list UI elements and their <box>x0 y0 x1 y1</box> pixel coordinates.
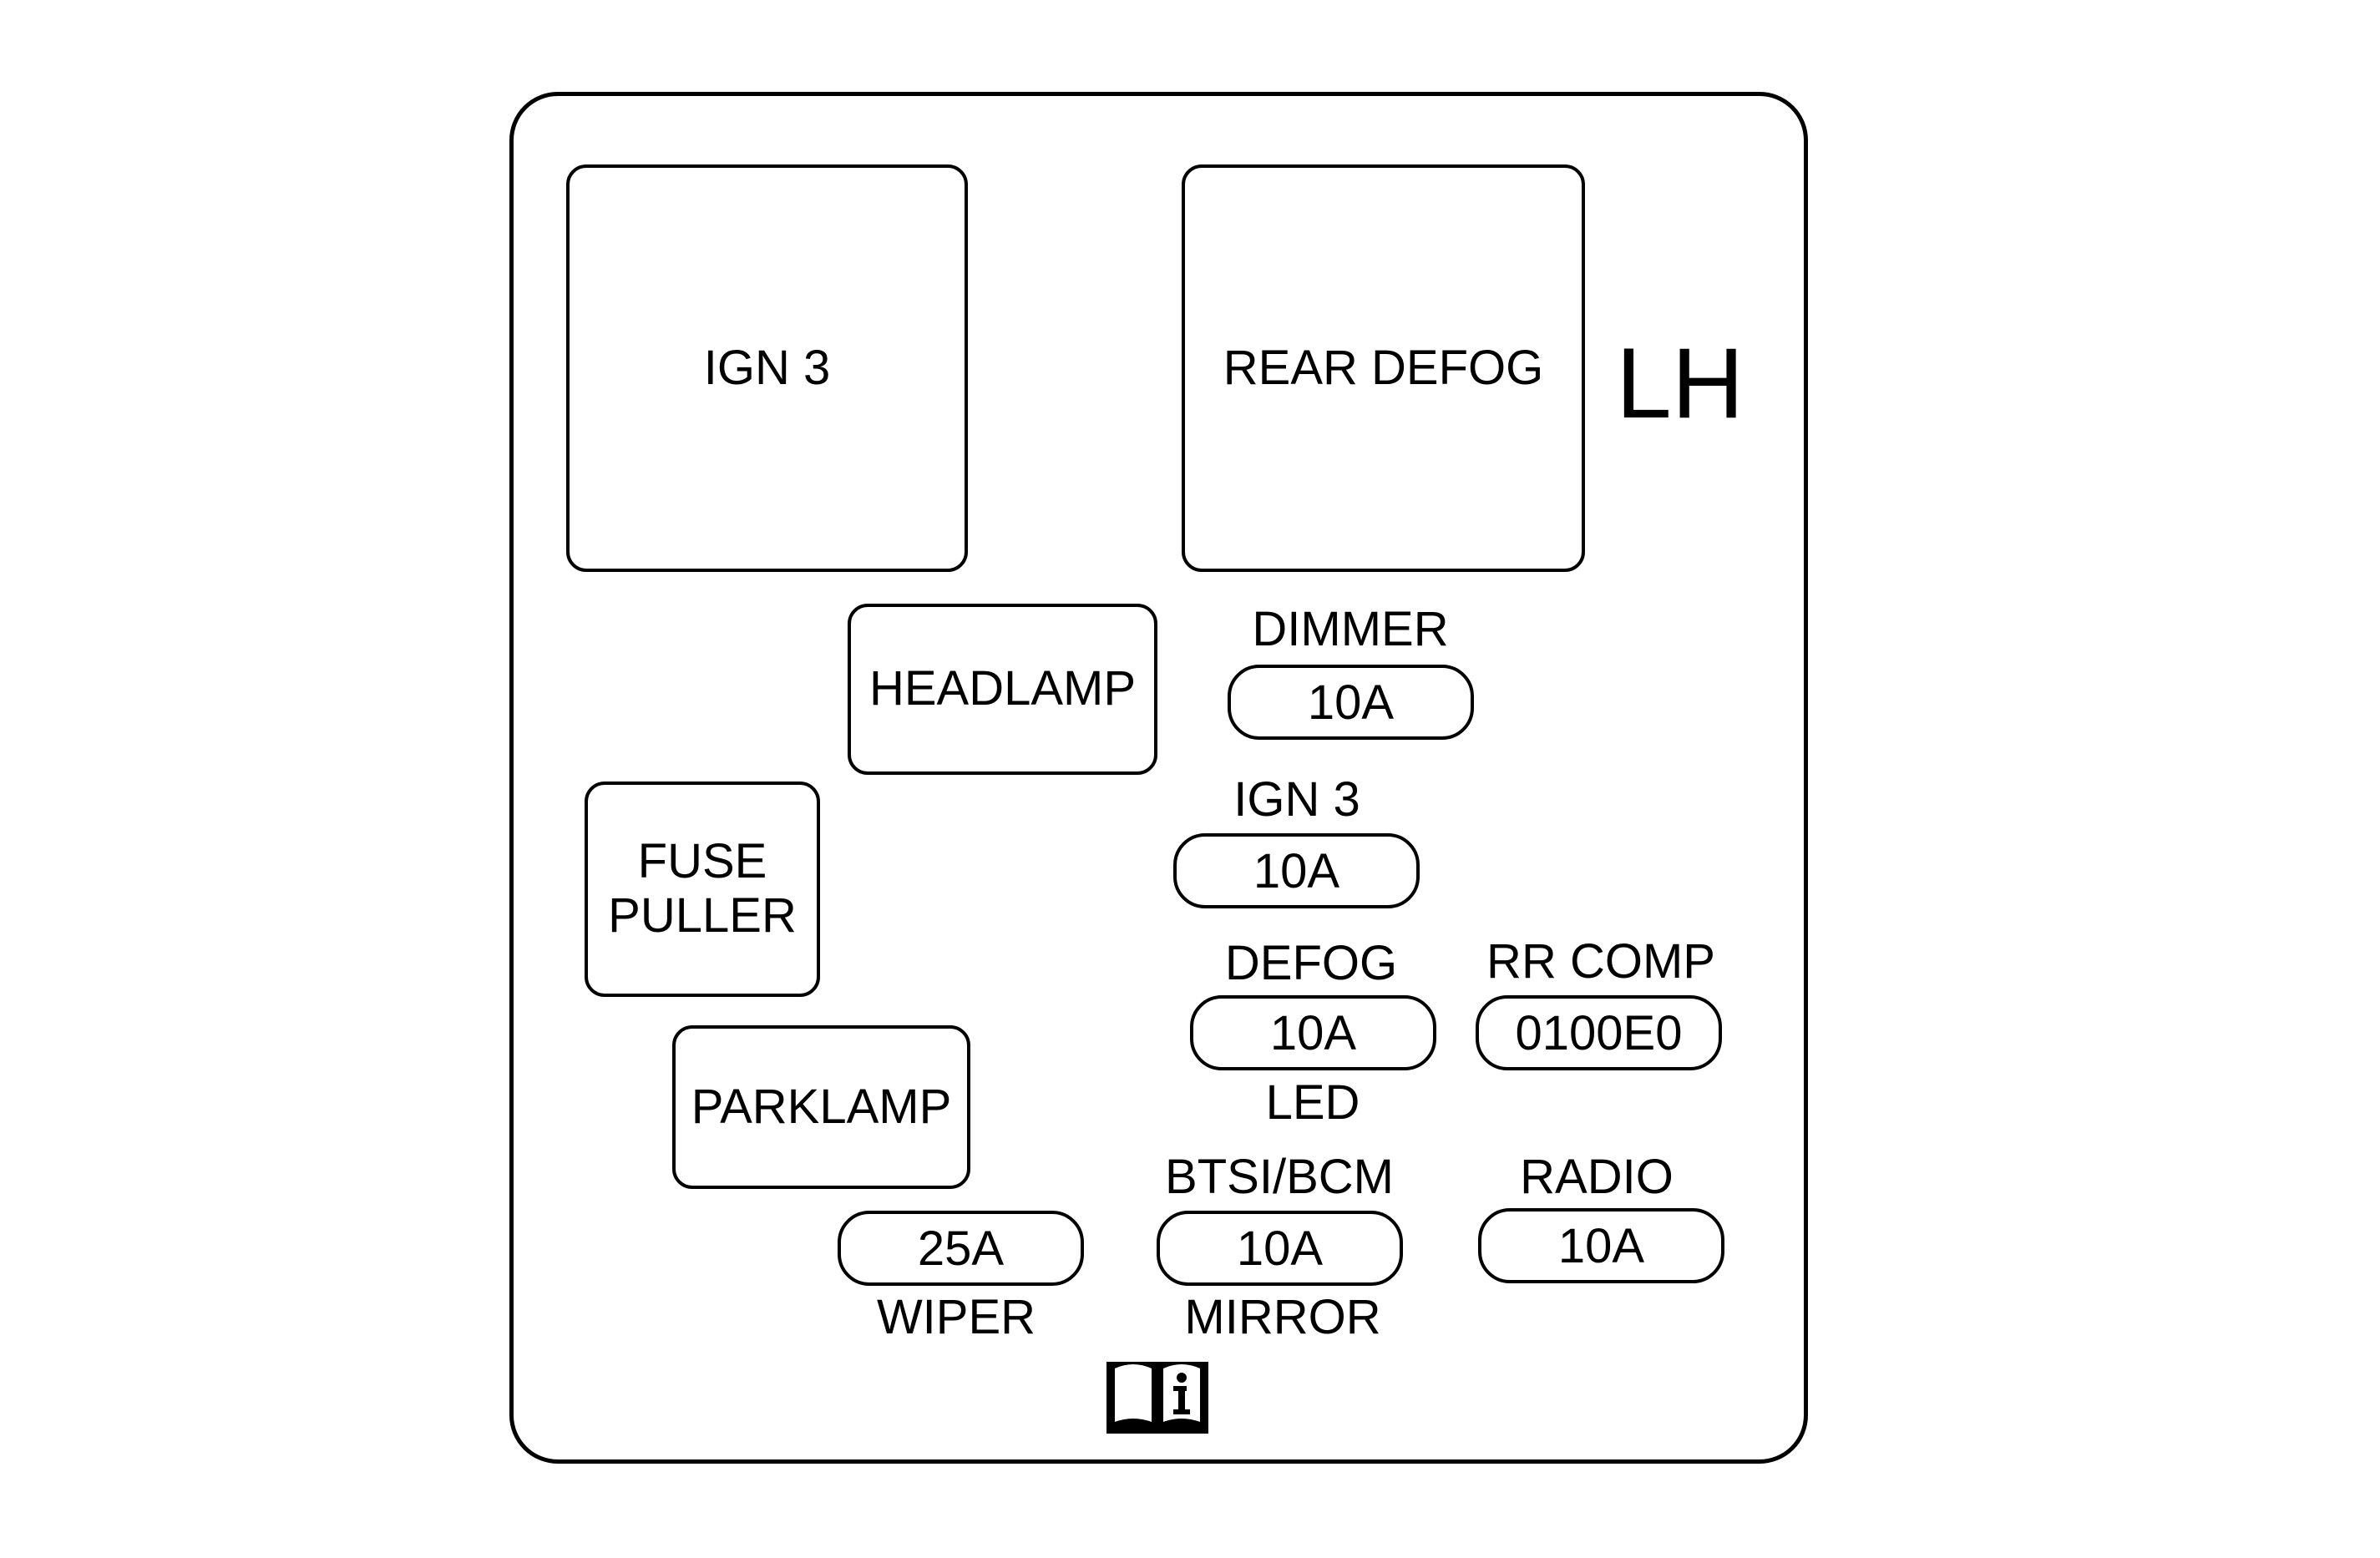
fuse-dimmer-label: DIMMER <box>1252 602 1449 656</box>
fuse-rr-comp-label: RR COMP <box>1486 934 1715 989</box>
fuse-btsi-bcm-rating: 10A <box>1236 1221 1324 1276</box>
fuse-wiper-rating: 25A <box>917 1221 1005 1276</box>
fuse-ign3-rating: 10A <box>1253 843 1340 898</box>
owner-manual-info-icon <box>1106 1357 1208 1438</box>
relay-parklamp: PARKLAMP <box>672 1025 970 1189</box>
fuse-btsi-bcm-label: BTSI/BCM <box>1165 1150 1394 1204</box>
relay-ign3-label: IGN 3 <box>703 340 831 395</box>
fuse-defog-rating: 10A <box>1269 1005 1357 1060</box>
relay-ign3: IGN 3 <box>566 164 968 572</box>
relay-parklamp-label: PARKLAMP <box>691 1079 952 1134</box>
fuse-wiper: 25A <box>838 1211 1084 1286</box>
fuse-puller: FUSE PULLER <box>585 782 820 997</box>
fuse-ign3: 10A <box>1173 833 1420 908</box>
fuse-dimmer-rating: 10A <box>1307 675 1395 730</box>
fuse-rr-comp-rating: 0100E0 <box>1515 1005 1683 1060</box>
fuse-block-outline <box>509 92 1808 1464</box>
relay-rear-defog-label: REAR DEFOG <box>1223 340 1544 395</box>
fuse-puller-label-line2: PULLER <box>608 888 797 943</box>
fuse-radio: 10A <box>1478 1208 1724 1283</box>
fuse-defog: 10A <box>1190 995 1436 1070</box>
side-label: LH <box>1616 327 1744 439</box>
relay-headlamp-label: HEADLAMP <box>868 661 1137 716</box>
fuse-defog-sub-label: LED <box>1265 1075 1360 1130</box>
fuse-puller-label-line1: FUSE <box>637 834 767 889</box>
fuse-dimmer: 10A <box>1228 665 1474 740</box>
fuse-radio-rating: 10A <box>1557 1218 1645 1273</box>
fuse-defog-label: DEFOG <box>1224 936 1398 990</box>
relay-headlamp: HEADLAMP <box>848 604 1157 775</box>
fuse-rr-comp: 0100E0 <box>1476 995 1722 1070</box>
fuse-btsi-bcm-sub-label: MIRROR <box>1184 1290 1381 1344</box>
fuse-wiper-sub-label: WIPER <box>876 1290 1036 1344</box>
fuse-radio-label: RADIO <box>1520 1150 1674 1204</box>
relay-rear-defog: REAR DEFOG <box>1182 164 1585 572</box>
fuse-ign3-label: IGN 3 <box>1233 772 1360 827</box>
fuse-btsi-bcm: 10A <box>1157 1211 1403 1286</box>
